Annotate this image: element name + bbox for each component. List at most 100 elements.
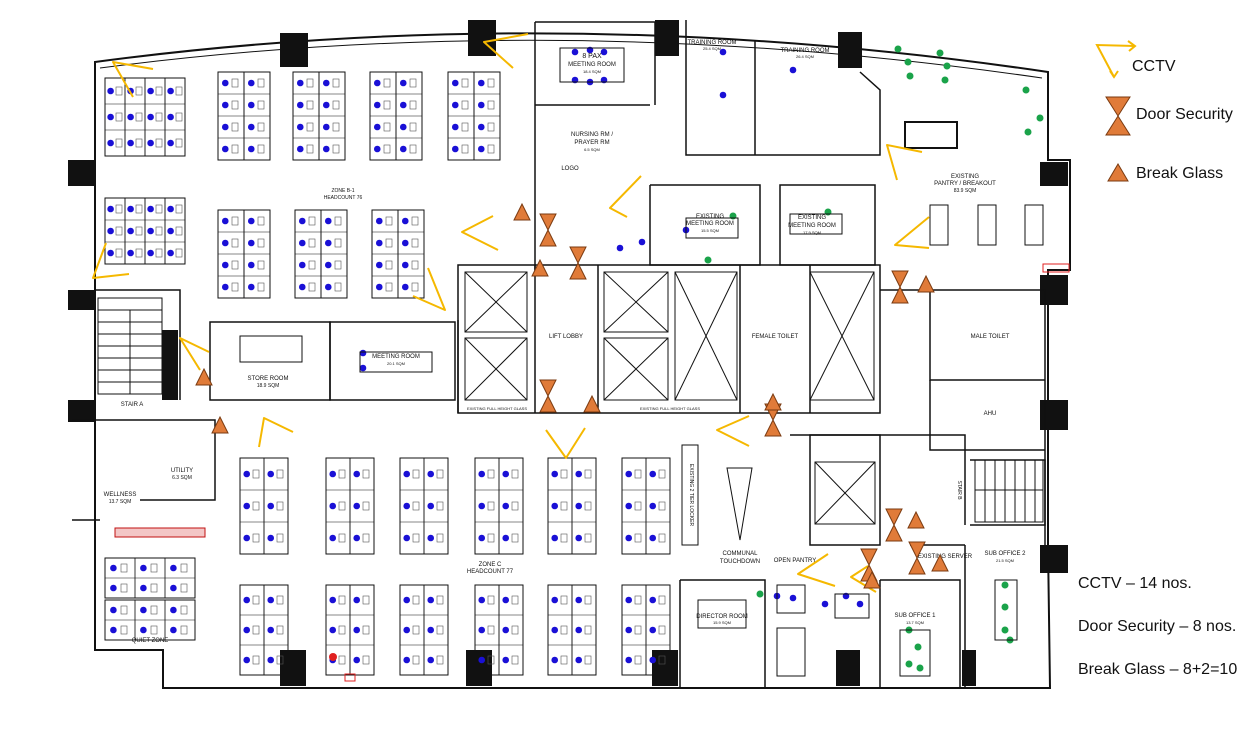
chair [436,533,444,543]
chair [487,78,495,88]
occupied-seat [551,626,559,634]
green-seat [906,72,914,80]
chair [385,282,393,292]
occupied-seat [821,600,829,608]
chair [155,112,163,122]
occupied-seat [477,123,485,131]
chair [252,533,260,543]
cctv-icon [797,553,836,587]
label-utility: UTILITY [171,468,193,474]
occupied-seat [247,217,255,225]
break-glass-icon [907,510,925,529]
occupied-seat [375,261,383,269]
occupied-seat [399,101,407,109]
room-labels: 8 PAX MEETING ROOM 18.4 SQM TRAINING ROO… [104,40,1027,644]
label-meeting-room: MEETING ROOM [372,354,420,360]
occupied-seat [322,101,330,109]
occupied-seat [478,502,486,510]
occupied-seat [329,626,337,634]
occupied-seat [221,123,229,131]
occupied-seat [167,139,174,147]
cctv-icon [179,337,210,371]
chair [276,595,284,605]
meeting-tables [239,47,1044,677]
occupied-seat [322,145,330,153]
occupied-seat [719,91,727,99]
cctv-arrow [894,216,930,249]
chair [461,78,469,88]
break-glass-icon [764,392,782,411]
chair [511,655,519,665]
chair [634,501,642,511]
chair [411,282,419,292]
occupied-seat [243,626,251,634]
occupied-seat [551,470,559,478]
chair [634,595,642,605]
chair [338,595,346,605]
occupied-seat [478,626,486,634]
occupied-seat [322,79,330,87]
occupied-seat [600,48,608,56]
green-seat [894,45,902,53]
chair [487,469,495,479]
occupied-seat [502,596,510,604]
chair [362,533,370,543]
occupied-seat [502,534,510,542]
label-full-height-2: EXISTING FULL HEIGHT GLASS [640,406,700,411]
chair [409,100,417,110]
cctv-icon [545,427,586,459]
occupied-seat [298,239,306,247]
chair [658,625,666,635]
occupied-seat [110,584,117,592]
chair [487,533,495,543]
chair [634,533,642,543]
chair [257,282,265,292]
chair [306,78,314,88]
chair [308,238,316,248]
label-open-pantry: OPEN PANTRY [774,558,816,564]
chair [332,78,340,88]
occupied-seat [502,470,510,478]
chair [658,655,666,665]
cctv-arrow [461,215,499,251]
occupied-seat [502,502,510,510]
door-security-bottom [764,418,782,437]
chair [135,248,143,258]
cctv-icon [258,417,294,448]
chair [180,563,188,573]
occupied-seat [329,502,337,510]
chair [412,469,420,479]
chair [338,655,346,665]
chair [155,226,163,236]
occupied-seat [403,656,411,664]
occupied-seat [147,113,154,121]
occupied-seat [625,596,633,604]
occupied-seat [649,502,657,510]
chair [584,595,592,605]
occupied-seat [551,656,559,664]
occupied-seat [329,534,337,542]
occupied-seat [856,600,864,608]
label-utility-area: 6.3 SQM [172,475,192,481]
legend-cctv-label: CCTV [1132,58,1176,75]
chair [487,595,495,605]
label-zone-b1-hc: HEADCOUNT 76 [324,195,363,201]
occupied-seat [147,227,154,235]
green-seat [905,660,913,668]
cctv-arrow [609,175,642,218]
cctv-count: CCTV – 14 nos. [1078,575,1192,592]
occupied-seat [221,217,229,225]
chair [658,501,666,511]
chair [150,583,158,593]
chair [257,260,265,270]
occupied-seat [167,87,174,95]
chair [584,625,592,635]
chair [252,501,260,511]
chair [511,595,519,605]
chair [306,122,314,132]
chair [487,100,495,110]
cctv-arrow [545,427,586,459]
red-marker [329,653,337,661]
chair [175,138,183,148]
chair [511,501,519,511]
